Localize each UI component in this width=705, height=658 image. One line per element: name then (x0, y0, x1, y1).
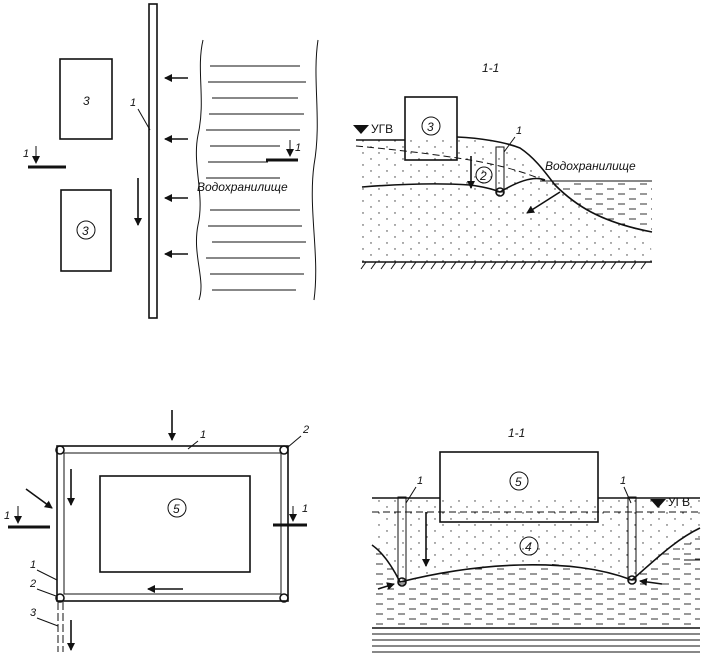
drain-pipe-section (495, 187, 505, 197)
inflow-arrow-left-ring (377, 582, 395, 590)
building-3-top-label: 3 (83, 94, 90, 108)
drain-pipe-1-leader (137, 108, 151, 131)
depression-curve (361, 177, 546, 193)
building-5-plan (99, 475, 251, 573)
manhole-bottom-left (55, 593, 65, 603)
lowering-label: 2 (479, 169, 487, 183)
ring-label-3-left-leader (36, 617, 59, 627)
inflow-arrow-left (25, 488, 53, 509)
manhole-top-right (279, 445, 289, 455)
ring-label-2: 2 (302, 424, 309, 436)
panel-section-reservoir: 1-1 3 УГВ (353, 61, 653, 270)
building-5-section-circle (509, 471, 529, 491)
reservoir-label-plan: Водохранилище (197, 180, 288, 194)
reservoir-water-lines (206, 65, 306, 291)
ring-label-2-left: 2 (29, 578, 36, 590)
drain-pipe-left-ring (397, 577, 407, 587)
drain-label-left-ring-leader (405, 486, 417, 504)
building-3-section-circle (421, 116, 441, 136)
ugv-marker (353, 125, 369, 134)
building-3-bottom-label: 3 (82, 224, 89, 238)
ring-drain-inner (63, 452, 282, 595)
section-title-bottom: 1-1 (508, 426, 525, 440)
reservoir-label-section: Водохранилище (545, 159, 636, 173)
ring-label-1-left: 1 (30, 559, 36, 571)
bedrock-hatch (360, 261, 647, 270)
zone-4-circle (519, 536, 539, 556)
drain-pipe-right-ring (627, 575, 637, 585)
section-mark-left-ring-label: 1 (4, 510, 10, 522)
ring-label-3-left: 3 (30, 607, 37, 619)
ring-label-1-top-leader (187, 440, 199, 450)
section-mark-right-ring-label: 1 (302, 503, 308, 515)
ugv-marker-ring (650, 499, 666, 508)
ugv-label-ring: УГВ (668, 495, 690, 509)
ring-label-1-left-leader (36, 569, 58, 581)
building-3-bottom-circle (76, 220, 96, 240)
ring-drain-outer (56, 445, 289, 602)
zone-4-label: 4 (525, 540, 532, 554)
drain-label-section-leader (503, 136, 516, 153)
panel-section-ring: 1-1 5 4 1 1 УГВ (371, 426, 701, 653)
section-title-top: 1-1 (482, 61, 499, 75)
drain-trench-right-ring (627, 496, 637, 581)
groundwater-line (355, 145, 546, 182)
drain-label-left-ring: 1 (417, 475, 423, 487)
building-5-section-label: 5 (515, 475, 522, 489)
panel-plan-reservoir: 3 3 1 1 Водохранилище (23, 3, 319, 319)
building-3-top (59, 58, 113, 140)
manhole-top-left (55, 445, 65, 455)
manhole-bottom-right (279, 593, 289, 603)
drain-trench-section (495, 146, 505, 193)
seepage-arrow-section (526, 191, 561, 214)
reservoir-water-section (545, 182, 652, 232)
ugv-label-top: УГВ (371, 122, 393, 136)
building-3-section (404, 96, 458, 161)
bottom-strata (372, 627, 700, 653)
soil-body (362, 137, 652, 262)
building-3-section-label: 3 (427, 120, 434, 134)
water-lower-ring (372, 530, 700, 628)
ground-surface (356, 136, 653, 233)
reservoir-shore-right (311, 39, 319, 301)
drain-label-section: 1 (516, 125, 522, 137)
section-mark-left-label: 1 (23, 148, 29, 160)
depression-curve-ring (371, 527, 701, 583)
building-5-plan-label: 5 (173, 502, 180, 516)
ring-label-2-leader (287, 435, 302, 448)
building-5-plan-circle (167, 498, 187, 518)
lowering-circle (475, 166, 493, 184)
building-3-bottom (60, 189, 112, 272)
drain-trench-left-ring (397, 496, 407, 583)
panel-plan-ring: 5 1 2 1 1 1 2 3 (4, 410, 309, 652)
ring-label-2-left-leader (36, 588, 57, 597)
ring-label-1-top: 1 (200, 429, 206, 441)
drain-label-right-ring-leader (623, 486, 632, 504)
section-mark-right-label: 1 (295, 142, 301, 154)
drain-pipe-1-label: 1 (130, 97, 136, 109)
drain-label-right-ring: 1 (620, 475, 626, 487)
inflow-arrow-right-ring (639, 577, 663, 586)
building-5-section (439, 451, 599, 523)
reservoir-shore-left (195, 39, 204, 301)
drain-pipe-1 (148, 3, 158, 319)
